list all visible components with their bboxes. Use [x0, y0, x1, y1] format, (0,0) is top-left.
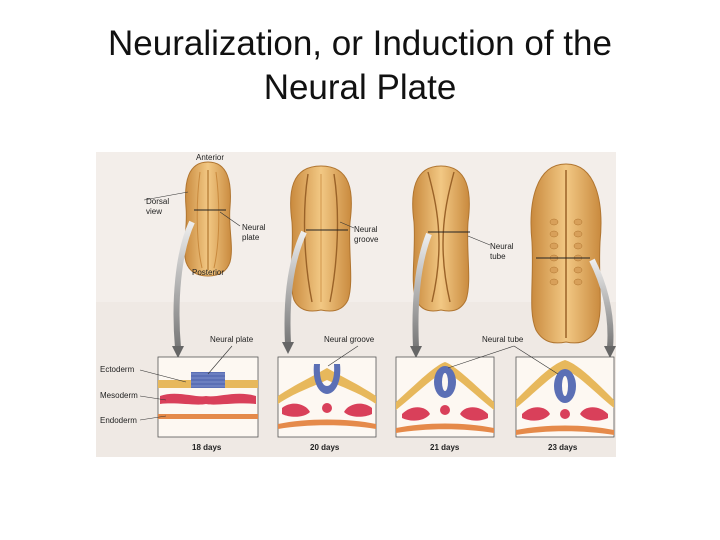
section-20-days	[278, 357, 376, 437]
section-18-days	[158, 357, 258, 437]
label-section-neural-groove: Neural groove	[324, 335, 375, 344]
embryo-18-days	[185, 162, 232, 276]
label-endoderm: Endoderm	[100, 416, 137, 425]
label-neural-groove-line-2: groove	[354, 235, 379, 244]
slide-title-line-1: Neuralization, or Induction of the	[0, 22, 720, 66]
label-posterior: Posterior	[192, 268, 224, 277]
slide-title: Neuralization, or Induction of the Neura…	[0, 22, 720, 110]
label-neural-tube-line-1: Neural	[490, 242, 514, 251]
label-neural-plate-line-2: plate	[242, 233, 260, 242]
label-section-neural-plate: Neural plate	[210, 335, 254, 344]
label-dorsal-view-line-2: view	[146, 207, 162, 216]
day-label-18: 18 days	[192, 443, 222, 452]
section-21-days	[396, 357, 494, 437]
embryo-21-days	[413, 166, 470, 311]
section-23-days	[516, 357, 614, 437]
slide-title-line-2: Neural Plate	[0, 66, 720, 110]
label-section-neural-tube: Neural tube	[482, 335, 524, 344]
label-neural-groove-line-1: Neural	[354, 225, 378, 234]
label-anterior: Anterior	[196, 153, 224, 162]
day-label-20: 20 days	[310, 443, 340, 452]
embryo-23-days	[531, 164, 601, 343]
day-label-23: 23 days	[548, 443, 578, 452]
day-label-21: 21 days	[430, 443, 460, 452]
label-neural-tube-line-2: tube	[490, 252, 506, 261]
label-ectoderm: Ectoderm	[100, 365, 135, 374]
neurulation-figure: Anterior Dorsal view Neural plate Poster…	[96, 152, 616, 457]
label-dorsal-view-line-1: Dorsal	[146, 197, 169, 206]
label-neural-plate-line-1: Neural	[242, 223, 266, 232]
label-mesoderm: Mesoderm	[100, 391, 138, 400]
